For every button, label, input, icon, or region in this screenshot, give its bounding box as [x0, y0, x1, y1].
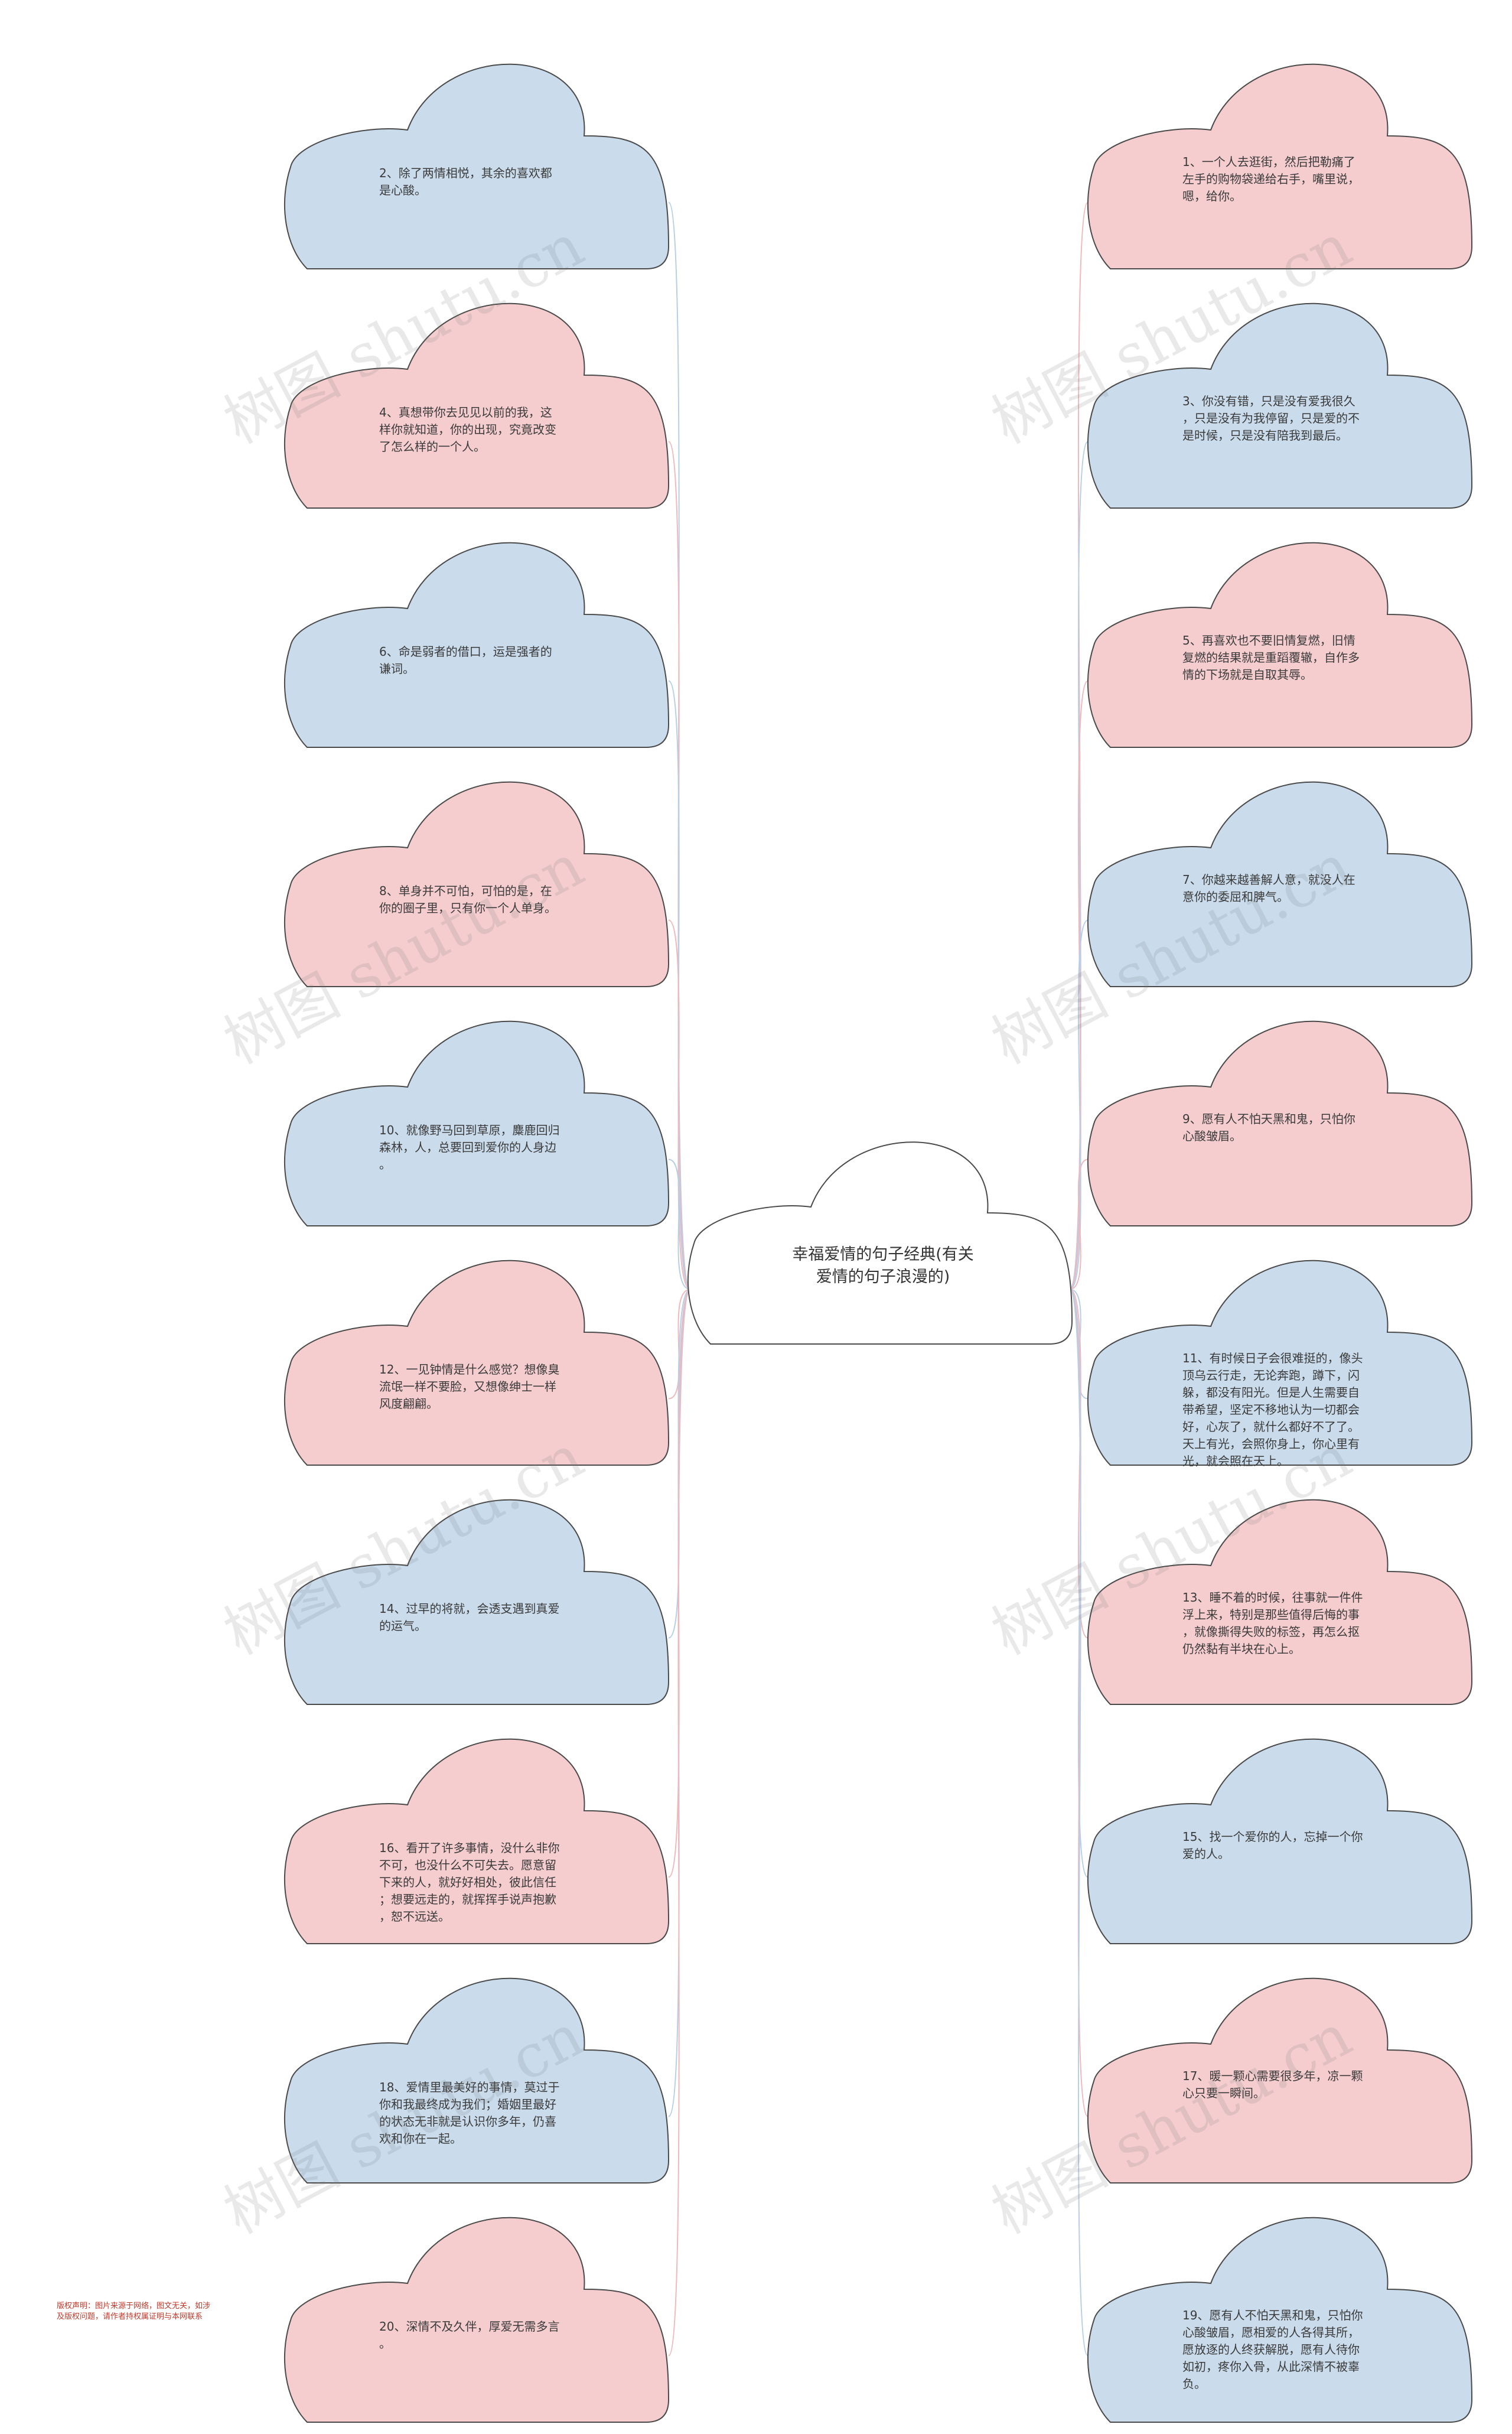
cloud-node-right-5: [1087, 1260, 1473, 1466]
central-topic-cloud: [687, 1141, 1073, 1345]
node-text-right-7: 15、找一个爱你的人，忘掉一个你 爱的人。: [1182, 1830, 1363, 1861]
connector-right-8: [1069, 1288, 1089, 2117]
connector-right-4: [1069, 1159, 1089, 1290]
node-text-right-5: 11、有时候日子会很难挺的，像头 顶乌云行走，无论奔跑，蹲下，闪 躲，都没有阳光…: [1182, 1351, 1363, 1468]
cloud-node-right-1: [1087, 302, 1473, 509]
cloud-node-left-0: [284, 63, 670, 269]
node-text-right-4: 9、愿有人不怕天黑和鬼，只怕你 心酸皱眉。: [1182, 1112, 1355, 1143]
cloud-node-right-2: [1087, 542, 1473, 748]
cloud-node-right-8: [1087, 1977, 1473, 2184]
node-text-left-4: 10、就像野马回到草原，麋鹿回归 森林，人，总要回到爱你的人身边 。: [379, 1122, 560, 1172]
cloud-node-right-4: [1087, 1020, 1473, 1226]
node-text-left-5: 12、一见钟情是什么感觉？想像臭 流氓一样不要脸，又想像绅士一样 风度翩翩。: [379, 1362, 560, 1411]
node-text-left-1: 4、真想带你去见见以前的我，这 样你就知道，你的出现，究竟改变 了怎么样的一个人…: [379, 405, 556, 454]
cloud-node-left-9: [284, 2217, 670, 2423]
connector-left-4: [668, 1159, 691, 1290]
connector-lines: [668, 201, 1089, 2357]
node-text-left-7: 16、看开了许多事情，没什么非你 不可，也没什么不可失去。愿意留 下来的人，就好…: [379, 1840, 560, 1924]
node-text-right-1: 3、你没有错，只是没有爱我很久 ，只是没有为我停留，只是爱的不 是时候，只是没有…: [1182, 394, 1360, 442]
node-text-left-9: 20、深情不及久伴，厚爱无需多言 。: [379, 2319, 560, 2351]
cloud-node-left-7: [284, 1738, 670, 1944]
node-text-right-0: 1、一个人去逛街，然后把勒痛了 左手的购物袋递给右手，嘴里说， 嗯，给你。: [1182, 155, 1360, 203]
cloud-node-left-2: [284, 542, 670, 748]
connector-right-2: [1069, 680, 1089, 1290]
node-text-left-3: 8、单身并不可怕，可怕的是，在 你的圈子里，只有你一个人单身。: [379, 883, 556, 915]
connector-right-3: [1069, 919, 1089, 1290]
cloud-node-left-1: [284, 302, 670, 509]
cloud-node-left-6: [284, 1499, 670, 1705]
connector-left-7: [668, 1288, 691, 1878]
node-text-left-6: 14、过早的将就，会透支遇到真爱 的运气。: [379, 1601, 560, 1633]
node-text-left-8: 18、爱情里最美好的事情，莫过于 你和我最终成为我们；婚姻里最好 的状态无非就是…: [379, 2080, 560, 2146]
node-text-right-3: 7、你越来越善解人意，就没人在 意你的委屈和脾气。: [1182, 873, 1355, 904]
connector-right-1: [1069, 441, 1089, 1290]
node-text-left-0: 2、除了两情相悦，其余的喜欢都 是心酸。: [379, 165, 552, 197]
node-text-right-2: 5、再喜欢也不要旧情复燃，旧情 复燃的结果就是重蹈覆辙，自作多 情的下场就是自取…: [1182, 633, 1360, 682]
node-text-right-6: 13、睡不着的时候，往事就一件件 浮上来，特别是那些值得后悔的事 ，就像撕得失败…: [1182, 1590, 1363, 1656]
connector-left-9: [668, 1288, 691, 2357]
node-text-left-2: 6、命是弱者的借口，运是强者的 谦词。: [379, 644, 552, 676]
cloud-node-left-4: [284, 1020, 670, 1226]
cloud-node-right-7: [1087, 1738, 1473, 1944]
central-topic: 幸福爱情的句子经典(有关 爱情的句子浪漫的): [792, 1245, 974, 1286]
connector-right-7: [1069, 1288, 1089, 1878]
cloud-node-right-3: [1087, 781, 1473, 987]
connector-left-3: [668, 919, 691, 1290]
node-text-right-9: 19、愿有人不怕天黑和鬼，只怕你 心酸皱眉，愿相爱的人各得其所， 愿放逐的人终获…: [1182, 2308, 1363, 2391]
cloud-node-left-5: [284, 1260, 670, 1466]
copyright-note: 版权声明：图片来源于网络，图文无关，如涉 及版权问题，请作者持权属证明与本网联系: [57, 2302, 211, 2321]
cloud-node-right-0: [1087, 63, 1473, 269]
connector-left-5: [668, 1288, 691, 1400]
connector-right-9: [1069, 1288, 1089, 2357]
cloud-node-left-3: [284, 781, 670, 987]
node-text-right-8: 17、暖一颗心需要很多年，凉一颗 心只要一瞬间。: [1182, 2069, 1363, 2100]
cloud-nodes: [284, 63, 1473, 2423]
cloud-node-left-8: [284, 1977, 670, 2184]
cloud-node-right-9: [1087, 2217, 1473, 2423]
cloud-node-right-6: [1087, 1499, 1473, 1705]
